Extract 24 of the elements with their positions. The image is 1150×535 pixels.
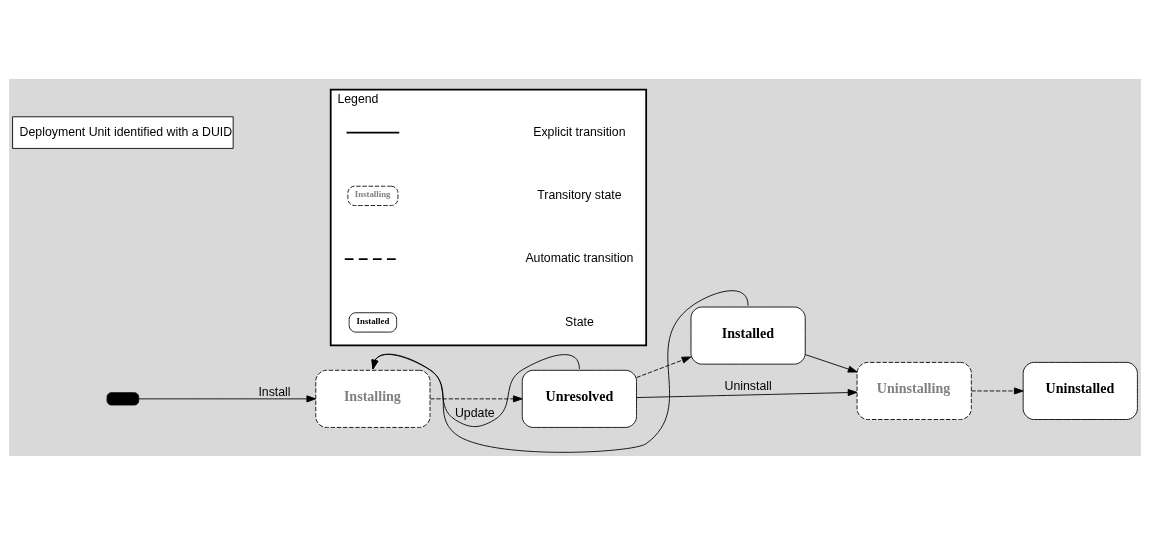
arrow [371, 290, 749, 453]
arrow [804, 354, 858, 373]
arrow [970, 387, 1024, 395]
edge-label: Update [454, 405, 495, 420]
node-box [106, 392, 140, 406]
arrow [429, 395, 523, 403]
legend-label: Transitory state [537, 188, 622, 203]
node-box: Uninstalling [856, 361, 972, 420]
node-box: Uninstalled [1022, 361, 1138, 420]
edge-label: Install [258, 384, 291, 399]
node-box: Deployment Unit identified with a DUID [12, 116, 234, 149]
node-box: Unresolved [521, 369, 637, 428]
arrow [371, 354, 580, 427]
legend-label: Explicit transition [533, 124, 626, 139]
edge-label: Uninstall [724, 379, 772, 394]
arrow [636, 356, 692, 378]
label: Installed [356, 315, 390, 326]
arrow [636, 389, 858, 398]
node-box: Installed [690, 306, 806, 365]
legend-label: State [565, 314, 594, 329]
node-box: Installing [315, 369, 431, 428]
legend-label: Automatic transition [525, 251, 634, 266]
arrow [138, 395, 317, 403]
label: Installing [354, 189, 391, 200]
